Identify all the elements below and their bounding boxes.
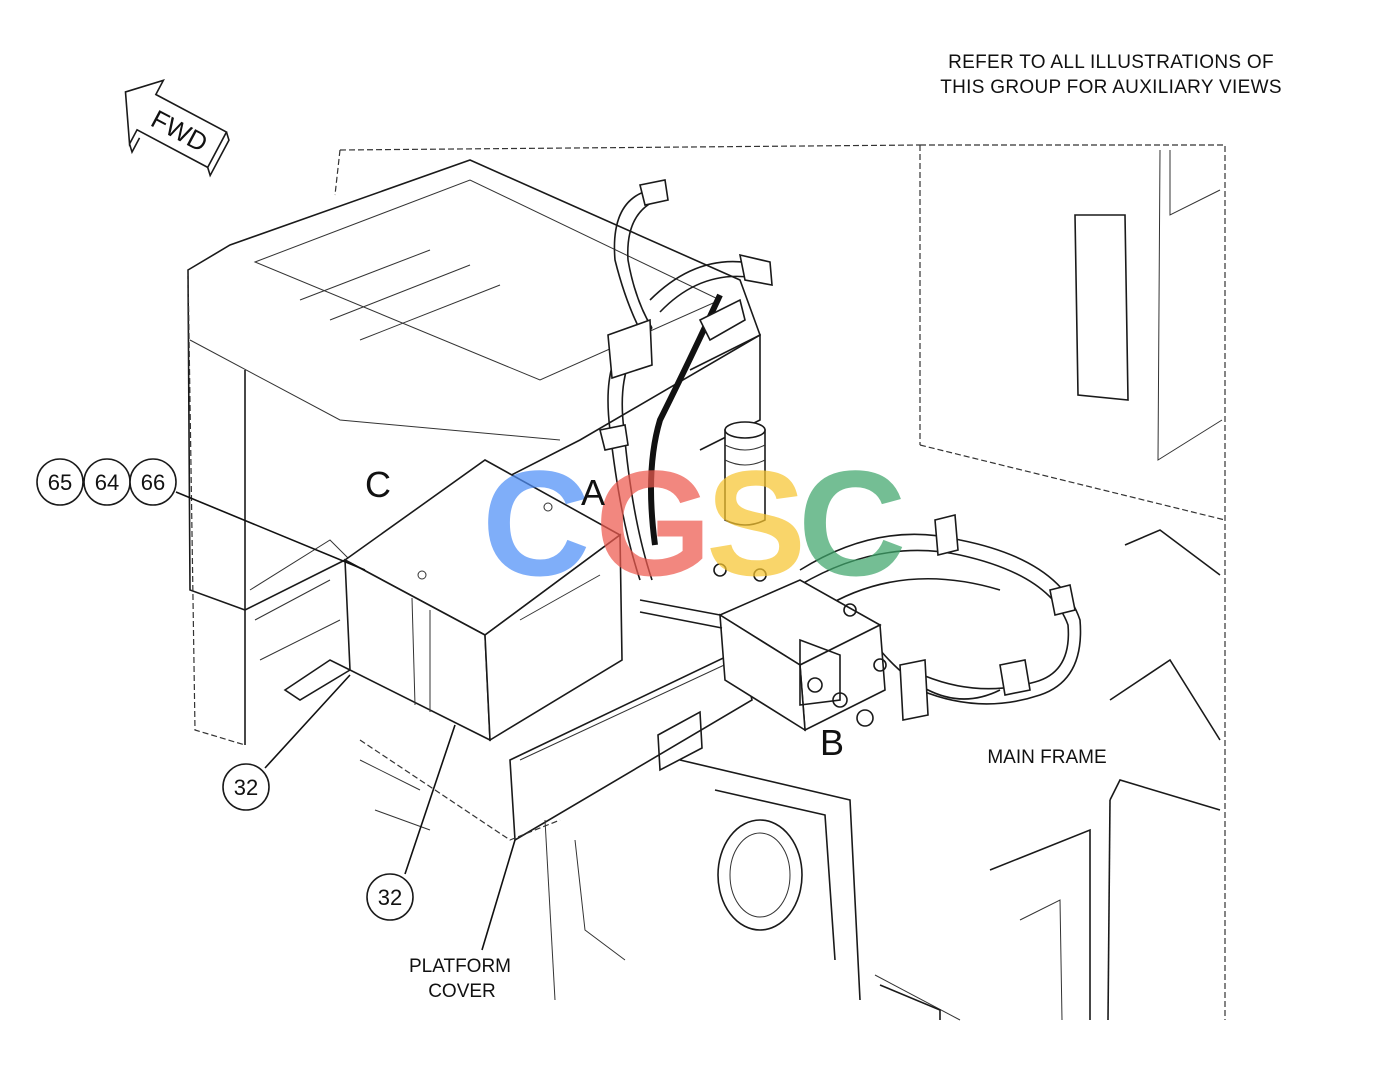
callout-32-lower: 32 bbox=[366, 873, 414, 921]
watermark-letter-1: C bbox=[482, 439, 590, 607]
refer-note-line-2: THIS GROUP FOR AUXILIARY VIEWS bbox=[940, 77, 1282, 98]
callout-65-number: 65 bbox=[48, 470, 72, 495]
refer-note-line-1: REFER TO ALL ILLUSTRATIONS OF bbox=[948, 52, 1274, 73]
view-letter-b: B bbox=[820, 722, 844, 763]
view-letter-c: C bbox=[365, 464, 391, 505]
platform-cover-label-line-2: COVER bbox=[428, 981, 496, 1002]
callout-32-upper-number: 32 bbox=[234, 775, 258, 800]
fwd-direction-arrow: FWD bbox=[124, 79, 230, 178]
watermark-letter-3: S bbox=[706, 439, 806, 607]
watermark-letter-2: G bbox=[595, 439, 712, 607]
battery bbox=[343, 459, 623, 742]
callout-32-lower-number: 32 bbox=[378, 885, 402, 910]
watermark: C G S C bbox=[482, 439, 906, 607]
callout-65: 65 bbox=[36, 458, 84, 506]
callout-66: 66 bbox=[129, 458, 177, 506]
main-frame-label: MAIN FRAME bbox=[987, 747, 1106, 768]
main-frame bbox=[544, 529, 1221, 1021]
watermark-letter-4: C bbox=[798, 439, 906, 607]
platform-cover-label-line-1: PLATFORM bbox=[409, 956, 511, 977]
callout-32-upper: 32 bbox=[222, 763, 270, 811]
filter-canister bbox=[724, 421, 766, 526]
valve-block bbox=[639, 563, 929, 732]
leader-lines bbox=[175, 491, 516, 951]
cab-structure bbox=[334, 144, 1226, 1020]
callout-64-number: 64 bbox=[95, 470, 119, 495]
view-letter-a: A bbox=[581, 472, 605, 513]
hose-assembly bbox=[599, 179, 1082, 705]
callout-64: 64 bbox=[83, 458, 131, 506]
callout-66-number: 66 bbox=[141, 470, 165, 495]
